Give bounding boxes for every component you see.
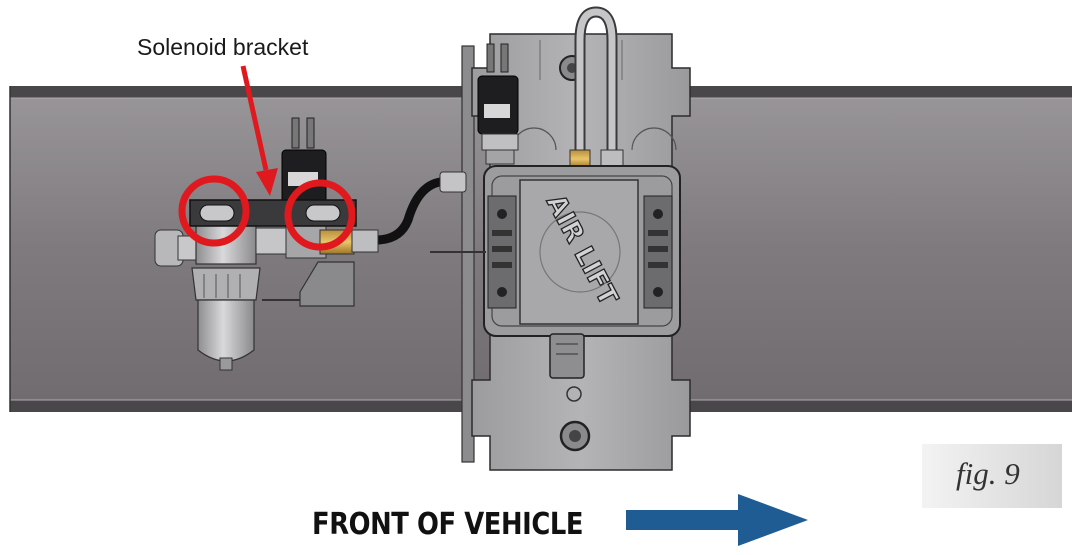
highlight-circle-left	[178, 175, 250, 247]
air-line-to-manifold	[375, 171, 486, 253]
figure-label: fig. 9	[956, 456, 1020, 491]
manifold-connector	[549, 333, 585, 379]
manifold-right-clamp	[643, 195, 673, 309]
solenoid-bracket-callout: Solenoid bracket	[137, 34, 309, 60]
right-arrow-icon	[626, 494, 808, 546]
figure-tag: fig. 9	[922, 444, 1062, 508]
direction-label: FRONT OF VEHICLE	[312, 507, 584, 542]
solenoid-bracket	[189, 199, 357, 227]
pressure-switch	[477, 43, 519, 165]
highlight-circle-right	[284, 179, 356, 251]
air-line-loop	[569, 6, 624, 169]
manifold-left-clamp	[487, 195, 517, 309]
manifold-block: AIR LIFT	[483, 165, 681, 379]
pointer-arrow	[240, 65, 278, 196]
